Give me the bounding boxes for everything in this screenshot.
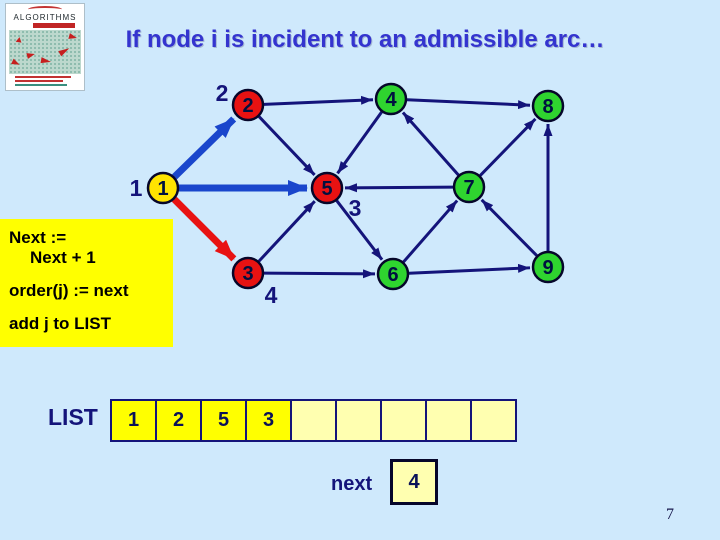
- cover-bird-shape: [26, 51, 36, 59]
- edge-2-4: [263, 95, 374, 106]
- cover-bird-shape: [15, 37, 24, 45]
- page-title: If node i is incident to an admissible a…: [125, 26, 605, 53]
- page-number: 7: [666, 506, 674, 523]
- graph-node-number-4: 4: [385, 89, 397, 111]
- edge-7-8: [479, 117, 537, 177]
- rule-line: Next + 1: [30, 248, 96, 267]
- edge-3-5: [257, 200, 316, 263]
- graph-node-4: [374, 82, 408, 116]
- graph-node-6: [376, 257, 410, 291]
- cover-bird-shape: [11, 58, 21, 68]
- cover-bird-shape: [40, 57, 52, 65]
- cover-art: [9, 30, 81, 74]
- list-cell: 5: [200, 399, 247, 442]
- list-label: LIST: [48, 404, 98, 430]
- graph-node-number-8: 8: [542, 96, 553, 118]
- graph-node-number-7: 7: [463, 177, 474, 199]
- order-label-node-1: 1: [130, 175, 143, 201]
- edge-2-5: [257, 115, 316, 176]
- cover-text-lines: [9, 74, 81, 86]
- edge-4-5: [336, 111, 383, 175]
- graph-node-7: [452, 170, 486, 204]
- edge-3-6: [263, 269, 376, 279]
- graph-node-1: [146, 171, 180, 205]
- next-value-box: 4: [390, 459, 438, 505]
- list-cell: [470, 399, 517, 442]
- graph-node-5: [310, 171, 344, 205]
- admissible-arc-1-2: [172, 116, 237, 180]
- cover-bird-shape: [68, 33, 78, 41]
- cover-script-decoration: [28, 6, 62, 13]
- edge-6-7: [402, 199, 459, 263]
- graph-node-2: [231, 88, 265, 122]
- rule-line: order(j) := next: [9, 281, 129, 300]
- order-label-node-3: 4: [265, 282, 278, 308]
- graph-node-number-6: 6: [387, 264, 398, 286]
- rule-line: Next :=: [9, 228, 67, 247]
- list-cell: 3: [245, 399, 292, 442]
- graph-node-number-1: 1: [157, 178, 168, 200]
- admissible-arc-1-3: [171, 196, 237, 262]
- edge-4-8: [406, 98, 531, 110]
- graph-node-8: [531, 89, 565, 123]
- cover-bird-shape: [58, 45, 71, 57]
- edge-5-6: [335, 199, 384, 261]
- graph-node-number-3: 3: [242, 263, 253, 285]
- edge-9-7: [480, 198, 538, 257]
- next-label: next: [331, 473, 373, 495]
- list-cell: 1: [110, 399, 157, 442]
- order-label-node-2: 2: [216, 80, 229, 106]
- graph-node-number-2: 2: [242, 95, 253, 117]
- update-rules-box: Next := Next + 1 order(j) := next add j …: [0, 219, 173, 347]
- cover-red-bar: [33, 23, 75, 28]
- order-label-node-5: 3: [349, 195, 362, 221]
- graph-node-3: [231, 256, 265, 290]
- edge-7-5: [344, 183, 454, 193]
- graph-node-number-5: 5: [321, 178, 332, 200]
- edge-7-4: [401, 111, 460, 177]
- graph-node-9: [531, 250, 565, 284]
- graph-node-number-9: 9: [542, 257, 553, 279]
- algorithms-book-cover: ALGORITHMS: [5, 3, 85, 91]
- cover-title: ALGORITHMS: [13, 13, 77, 22]
- rule-line: add j to LIST: [9, 314, 111, 333]
- edge-6-9: [408, 263, 531, 275]
